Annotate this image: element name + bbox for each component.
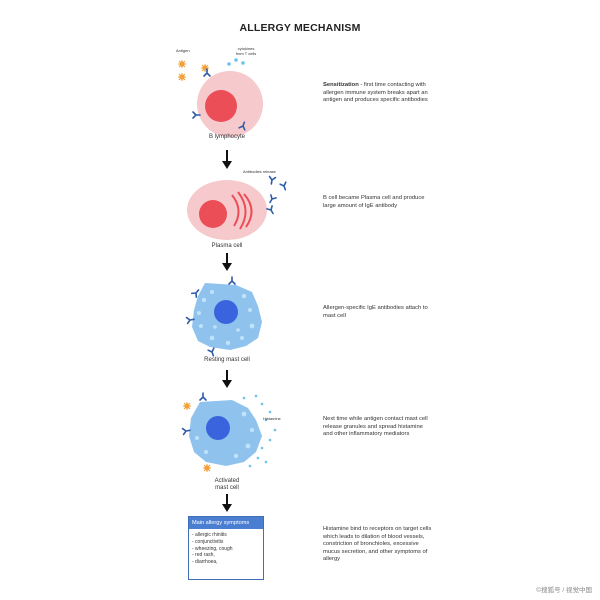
stage-3-cell-label: Resting mast cell (204, 357, 250, 363)
stage-1-description: Sensitization - first time contacting wi… (323, 82, 433, 105)
antigen-icon (182, 401, 192, 411)
symptom-item: - diarrhoea, (192, 559, 218, 565)
stage-2-cell-label: Plasma cell (211, 243, 243, 249)
stage-4-description: Next time while antigen contact mast cel… (323, 416, 428, 438)
released-granules (242, 394, 277, 468)
stage-4-cell-label: Activated mast cell (214, 478, 240, 492)
antibody-icon (228, 276, 236, 285)
antibody-icon (267, 175, 277, 186)
symptoms-heading: Main allergy symptoms (189, 517, 263, 529)
cytokine-dots (227, 58, 245, 66)
page-title: ALLERGY MECHANISM (239, 22, 361, 34)
symptoms-box: Main allergy symptoms - allergic rhiniti… (188, 516, 264, 580)
symptoms-list: - allergic rhinitis - conjunctivitis - w… (189, 529, 263, 569)
stage-5-description: Histamine bind to receptors on target ce… (323, 526, 432, 563)
activated-mast-cell (189, 400, 262, 466)
symptom-item: - red rash, (192, 552, 215, 559)
antigen-icon (202, 463, 212, 473)
antibody-icon (279, 181, 289, 192)
antigen-label: Antigen (176, 48, 190, 53)
b-lymphocyte-cell (197, 71, 263, 137)
antigen-icon (177, 59, 187, 69)
symptom-item: - wheezing, cough (192, 545, 233, 552)
stage-1-cell-label: B lymphocyte (208, 134, 245, 140)
symptom-item: - allergic rhinitis (192, 532, 227, 538)
stage-1-title: Sensitization (323, 82, 359, 88)
stage-3-description: Allergen-specific IgE antibodies attach … (323, 305, 428, 319)
stage-1-text: - first time contacting with allergen im… (323, 82, 428, 104)
antibody-icon (181, 426, 192, 436)
stage-2-description: B cell became Plasma cell and produce la… (323, 195, 425, 209)
cytokines-label: cytokines from T cells (235, 46, 257, 56)
antibody-icon (199, 392, 207, 401)
antibody-icon (266, 205, 277, 216)
antibody-icon (207, 347, 217, 358)
antibody-icon (266, 194, 277, 205)
antigen-icon (200, 63, 210, 73)
plasma-cell (187, 180, 267, 240)
antigen-icon (177, 72, 187, 82)
antibodies-release-label: Antibodies release (243, 169, 276, 174)
watermark: ©搜狐号 / 视觉中国 (536, 587, 592, 594)
resting-mast-cell (192, 283, 262, 350)
histamine-label: Histamine (263, 416, 281, 421)
symptom-item: - conjunctivitis (192, 538, 224, 545)
